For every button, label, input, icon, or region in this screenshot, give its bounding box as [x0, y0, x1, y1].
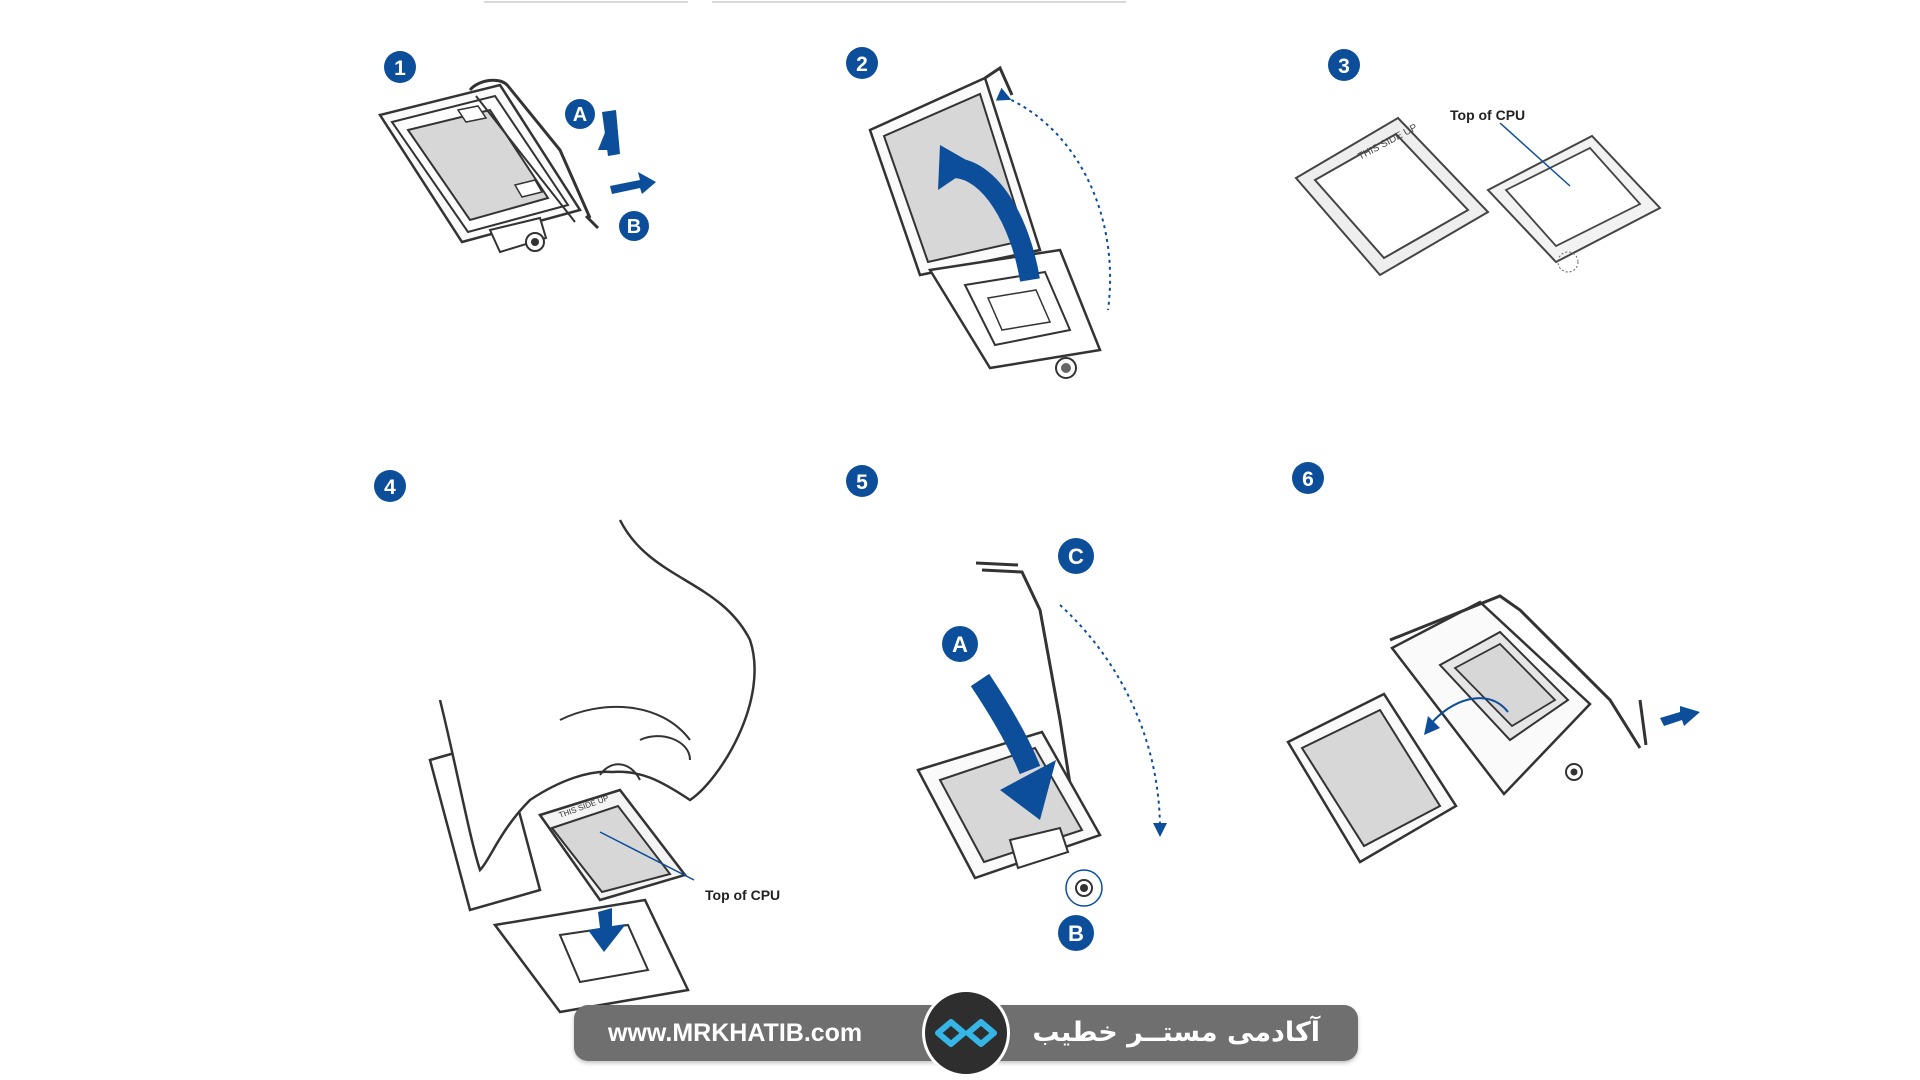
- step-3-badge: [1328, 49, 1360, 81]
- brand-name: آکادمی مستــر خطیب: [1032, 1017, 1320, 1048]
- step-3-illustration: 3 THIS SIDE UP Top of CPU: [1294, 49, 1662, 277]
- callout-c: C: [1068, 544, 1084, 569]
- step-5-illustration: 5 C A B: [846, 465, 1167, 951]
- callout-line: [1499, 122, 1571, 187]
- callout-b: B: [1068, 921, 1084, 946]
- step-2-illustration: 2: [846, 47, 1112, 379]
- step-6-number: 6: [1302, 468, 1314, 491]
- callout-line: [599, 831, 695, 881]
- callout-b-badge: [1058, 915, 1094, 951]
- callout-a-badge: [942, 626, 978, 662]
- step-1-number: 1: [394, 57, 406, 80]
- step-4-number: 4: [384, 476, 396, 499]
- load-lever: [981, 568, 1080, 836]
- push-lever-arrow: [1660, 706, 1700, 726]
- step-2-badge: [846, 47, 878, 79]
- step-4-illustration: 4 THIS SIDE UP Top of CPU: [374, 470, 780, 1014]
- callout-a: A: [952, 632, 968, 657]
- callout-b-badge: [619, 211, 649, 241]
- lift-arrow: [953, 158, 1040, 282]
- step-5-badge: [846, 465, 878, 497]
- cpu-socket: [378, 78, 600, 254]
- screw-highlight: [1065, 869, 1103, 907]
- top-of-cpu-label: Top of CPU: [1450, 107, 1525, 123]
- step-4-badge: [374, 470, 406, 502]
- step-1-illustration: 1 A B: [378, 51, 656, 254]
- swing-path: [995, 87, 1112, 311]
- hand: [438, 519, 756, 873]
- step-3-number: 3: [1338, 55, 1350, 78]
- insert-arrow: [588, 908, 626, 952]
- close-arrow: [970, 673, 1041, 775]
- step-6-badge: [1292, 462, 1324, 494]
- step-6-illustration: 6: [1286, 462, 1700, 864]
- pop-arrow: [1429, 697, 1509, 726]
- callout-a: A: [573, 104, 587, 126]
- callout-c-badge: [1058, 538, 1094, 574]
- logo-icon: [922, 989, 1010, 1077]
- website-url[interactable]: www.MRKHATIB.com: [608, 1019, 863, 1047]
- push-down-arrow: [602, 110, 620, 156]
- step-5-number: 5: [856, 471, 868, 494]
- step-2-number: 2: [856, 53, 868, 76]
- callout-b: B: [627, 216, 641, 238]
- top-of-cpu-label: Top of CPU: [705, 887, 780, 903]
- callout-a-badge: [565, 99, 595, 129]
- push-right-arrow: [610, 172, 656, 194]
- lever-swing-path: [1059, 604, 1167, 837]
- step-1-badge: [384, 51, 416, 83]
